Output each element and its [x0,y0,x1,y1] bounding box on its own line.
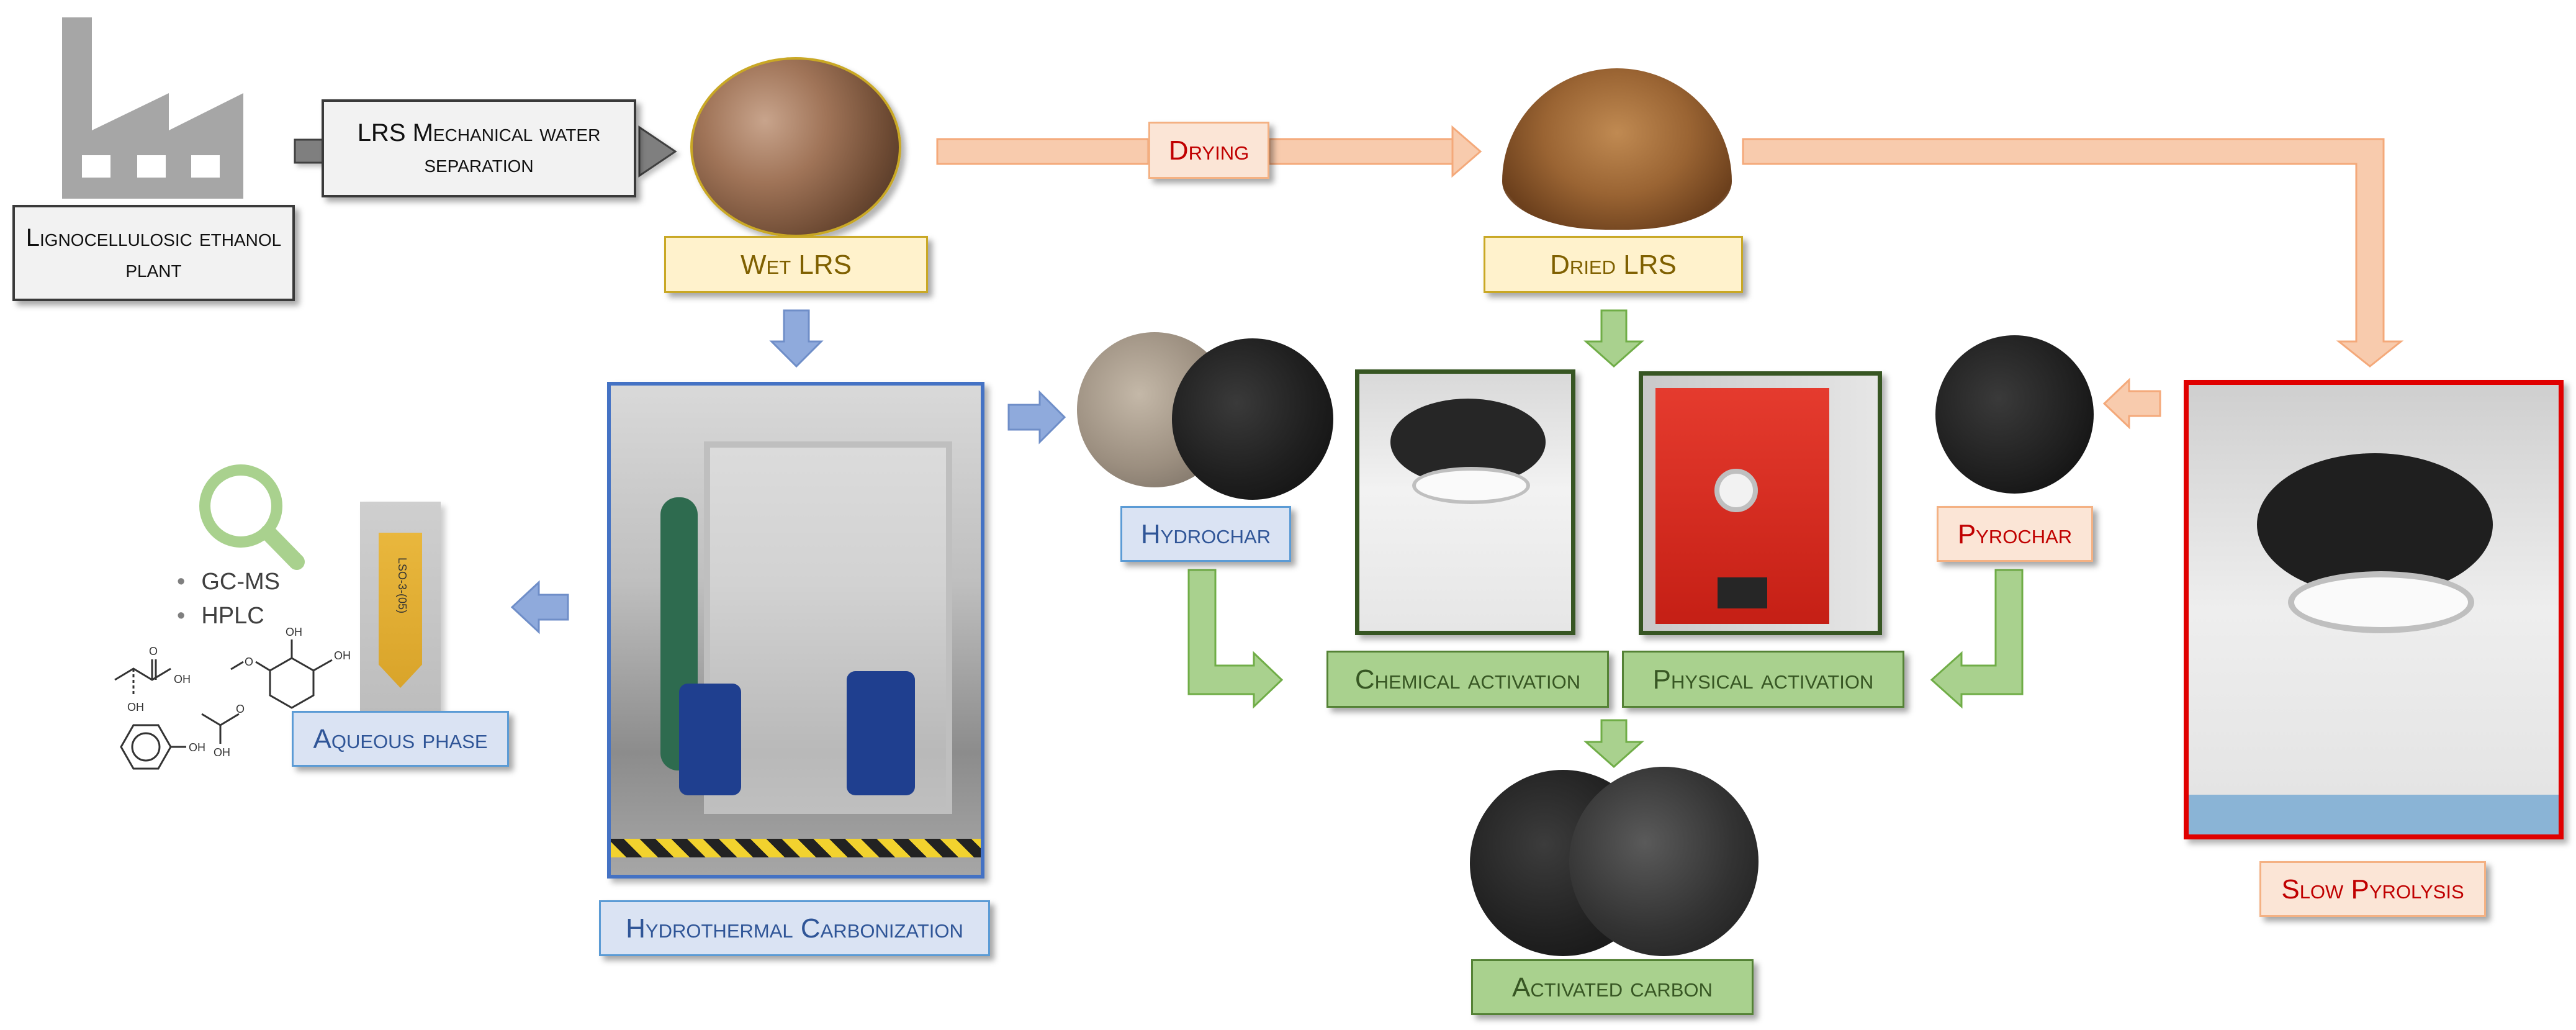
wet-lrs-photo [690,57,901,237]
factory-icon [62,17,243,199]
slow-pyrolysis-furnace-photo [2184,380,2564,839]
label-slow-pyrolysis: Slow Pyrolysis [2259,861,2486,917]
arrow-plant-to-separation [294,125,677,178]
arrow-dried-to-activation [1583,309,1644,368]
pyrochar-photo [1935,335,2094,494]
guaiacol-structure [230,639,333,709]
label-pyrochar: Pyrochar [1937,506,2093,562]
label-text: Slow Pyrolysis [2281,874,2464,905]
arrow-hydrochar-to-chemical [1187,569,1284,709]
label-text: Activated carbon [1512,972,1713,1003]
hydrochar-photo-dark [1172,338,1333,500]
label-text: Hydrochar [1140,518,1271,549]
label-drying: Drying [1148,122,1269,179]
label-lignocellulosic-plant: Lignocellulosic ethanol plant [12,205,295,301]
label-text: Lignocellulosic ethanol plant [25,224,282,282]
label-text: Aqueous phase [313,723,488,754]
aqueous-phase-tube-photo: LSO-3-(05) [360,502,441,713]
lactic-acid-structure [114,659,171,694]
label-text: Chemical activation [1354,664,1581,695]
label-dried-lrs: Dried LRS [1484,236,1743,293]
arrow-htc-to-aqueous [510,580,569,635]
arrow-wet-to-htc [769,309,824,368]
analysis-methods-list: GC-MS HPLC [177,565,338,633]
label-hydrochar: Hydrochar [1120,506,1291,562]
tube-handwritten-label: LSO-3-(05) [396,558,408,614]
acetic-acid-structure [201,713,240,744]
label-text: Wet LRS [741,249,852,280]
label-hydrothermal-carbonization: Hydrothermal Carbonization [599,900,990,956]
label-activated-carbon: Activated carbon [1471,959,1754,1015]
atom-label-oh: OH [127,701,144,713]
physical-activation-furnace-photo [1639,371,1882,635]
magnifier-icon [199,464,305,570]
label-text: Pyrochar [1957,518,2073,549]
atom-label-oh: OH [214,746,230,759]
label-text: Dried LRS [1550,249,1677,280]
activated-carbon-photo-2 [1569,767,1759,956]
arrow-dried-to-pyrolysis [1742,138,2404,368]
phenol-structure [120,724,186,770]
arrow-pyrochar-to-physical [1930,569,2024,709]
analysis-item-gcms: GC-MS [177,565,338,599]
chemical-activation-furnace-photo [1355,369,1575,635]
htc-reactor-photo [607,382,984,879]
label-mechanical-separation: LRS Mechanical water separation [322,99,636,197]
atom-label-oh: OH [189,741,205,754]
label-text: Drying [1168,135,1250,166]
arrow-pyrolysis-to-pyrochar [2102,377,2161,430]
atom-label-oh: OH [334,649,351,662]
label-text: Hydrothermal Carbonization [626,913,963,944]
analysis-item-hplc: HPLC [177,599,338,633]
arrow-activation-to-carbon [1583,719,1644,769]
label-physical-activation: Physical activation [1622,651,1904,708]
atom-label-o: O [236,703,245,715]
atom-label-o: O [149,645,158,657]
label-text: Physical activation [1652,664,1874,695]
atom-label-oh: OH [174,673,191,685]
label-text: LRS Mechanical water separation [357,119,601,178]
label-wet-lrs: Wet LRS [664,236,928,293]
label-chemical-activation: Chemical activation [1326,651,1609,708]
atom-label-o: O [245,656,253,668]
arrow-wet-to-dried [936,125,1482,178]
label-aqueous-phase: Aqueous phase [292,711,509,767]
arrow-htc-to-hydrochar [1007,390,1066,445]
